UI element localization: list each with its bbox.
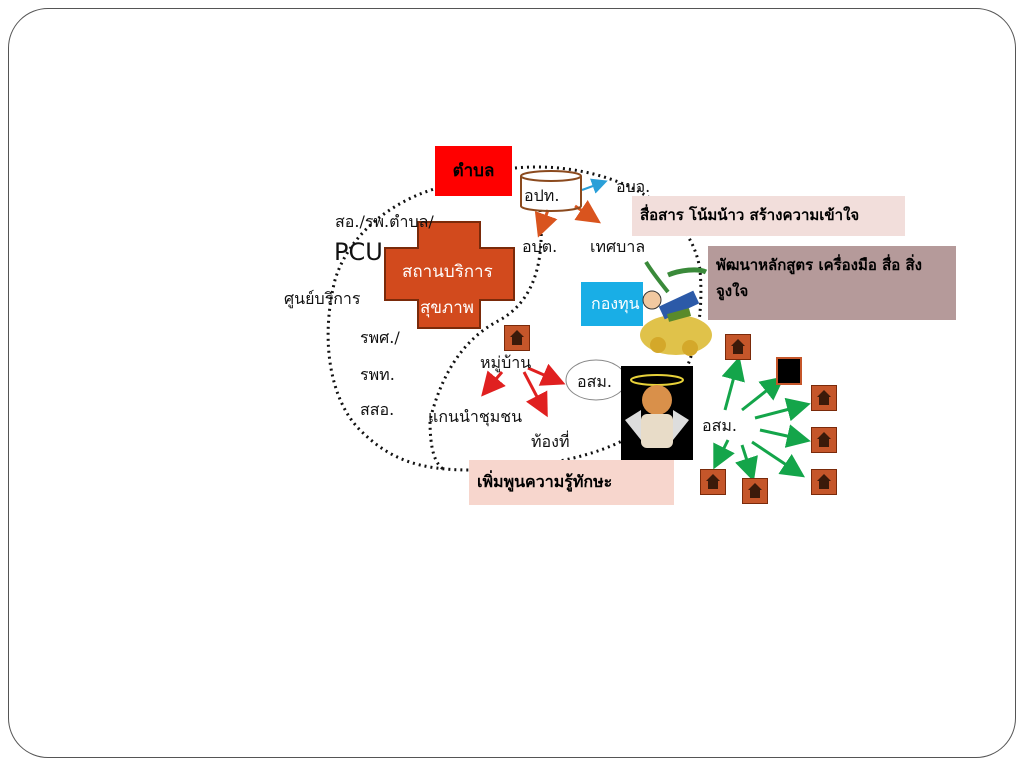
communicate-callout: สื่อสาร โน้มน้าว สร้างความเข้าใจ: [632, 196, 905, 236]
obt-label: อบต.: [522, 237, 558, 256]
osm-oval-label: อสม.: [577, 372, 613, 391]
develop-callout: พัฒนาหลักสูตร เครื่องมือ สื่อ สิ่งจูงใจ: [708, 246, 956, 320]
tambon-box: ตำบล: [435, 146, 512, 196]
obj-label: อบจ.: [616, 177, 651, 196]
fund-box: กองทุน: [581, 282, 643, 326]
so-rpt-label: สอ./รพ.ตำบล/: [335, 212, 434, 231]
health-station-label-1: สถานบริการ: [402, 262, 493, 282]
village-house-icon: [504, 325, 530, 351]
outer-dotted-boundary: [326, 165, 703, 472]
inner-dotted-boundary: [428, 209, 543, 472]
local-label: ท้องที่: [531, 432, 570, 451]
tesaban-label: เทศบาล: [590, 237, 646, 256]
house-icon: [811, 427, 837, 453]
service-center-label: ศูนย์บริการ: [284, 289, 361, 308]
house-icon: [811, 385, 837, 411]
rps-label: รพศ./: [360, 328, 400, 347]
rpt-label: รพท.: [360, 365, 395, 384]
opt-label: อปท.: [524, 186, 560, 205]
enhance-callout: เพิ่มพูนความรู้ทักษะ: [469, 460, 674, 505]
slide-frame: [8, 8, 1016, 758]
house-icon: [776, 357, 802, 385]
house-icon: [725, 334, 751, 360]
community-leader-label: แกนนำชุมชน: [428, 407, 523, 426]
house-icon: [700, 469, 726, 495]
health-station-label-2: สุขภาพ: [420, 298, 474, 318]
osm-right-label: อสม.: [702, 416, 738, 435]
pcu-label: PCU: [334, 238, 383, 266]
house-icon: [742, 478, 768, 504]
village-label: หมู่บ้าน: [480, 353, 532, 372]
house-icon: [811, 469, 837, 495]
sso-label: สสอ.: [360, 400, 395, 419]
